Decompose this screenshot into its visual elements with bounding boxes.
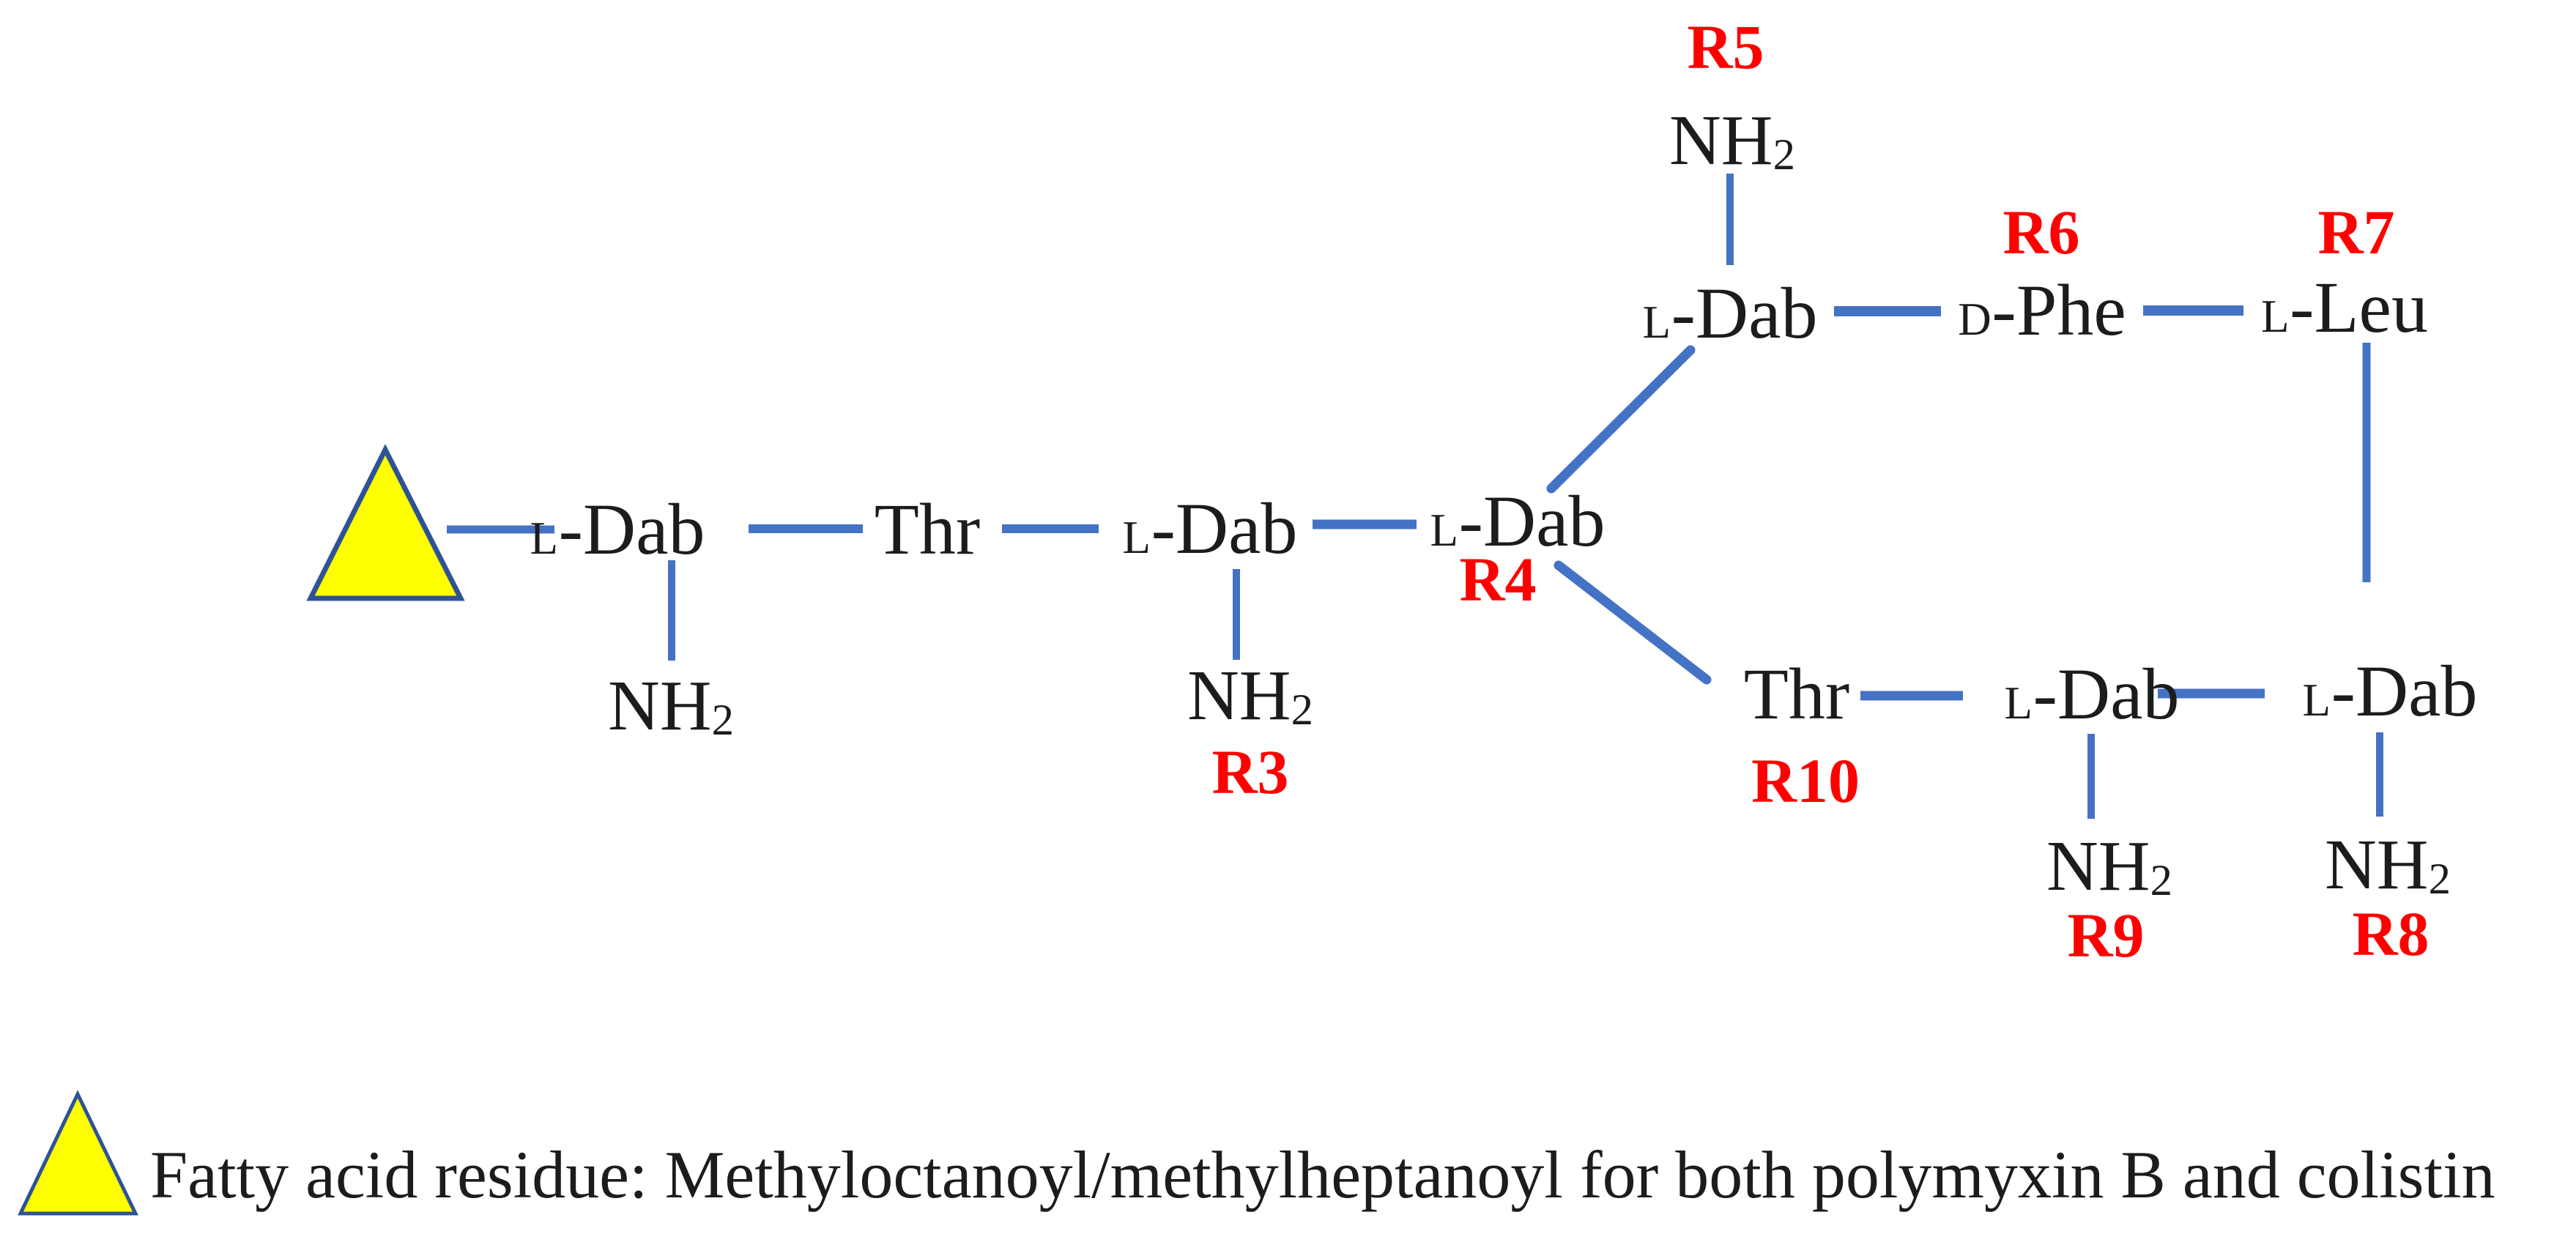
r-label-r9: R9 (2067, 900, 2145, 970)
residue-name: Thr (874, 488, 981, 570)
residue-leu-7: L-Leu (2261, 271, 2428, 344)
amine-label: NH (1669, 101, 1773, 180)
r-label-r8: R8 (2352, 899, 2430, 969)
residue-dab-1: L-Dab (530, 493, 705, 566)
r-label-r10: R10 (1751, 746, 1860, 816)
r-label-r7: R7 (2317, 197, 2395, 267)
residue-dab-5: L-Dab (1642, 277, 1817, 350)
stereo-prefix: L (1122, 512, 1151, 563)
residue-dab-3: L-Dab (1122, 492, 1297, 565)
amine-label: NH (1187, 656, 1291, 735)
amine-nh2-dab1: NH2 (608, 670, 734, 746)
r-label-r3: R3 (1211, 737, 1289, 807)
r-label-r6: R6 (2002, 197, 2080, 267)
stereo-prefix: L (2004, 677, 2033, 729)
legend-fatty-acid-triangle-icon (18, 1090, 138, 1216)
stereo-prefix: L (2302, 674, 2331, 726)
stereo-prefix: L (2261, 291, 2290, 342)
amine-nh2-dab9: NH2 (2046, 830, 2172, 906)
stereo-prefix: L (530, 513, 559, 564)
residue-name: -Dab (2033, 653, 2180, 735)
bond-dab4-dab5 (1546, 345, 1696, 494)
fatty-acid-triangle (306, 444, 465, 601)
residue-name: -Dab (1151, 488, 1298, 569)
residue-dab-9: L-Dab (2004, 658, 2179, 731)
stereo-prefix: D (1958, 294, 1992, 345)
amine-nh2-dab5: NH2 (1669, 105, 1795, 180)
amine-label: NH (608, 666, 712, 746)
residue-name: -Dab (558, 488, 705, 570)
amine-nh2-dab8: NH2 (2325, 829, 2451, 904)
residue-name: Thr (1743, 653, 1850, 735)
residue-dab-8: L-Dab (2302, 655, 2477, 728)
r-label-r4: R4 (1459, 544, 1537, 614)
residue-name: -Dab (2331, 650, 2478, 732)
bond-dab4-thr10 (1554, 560, 1712, 685)
residue-name: -Dab (1671, 272, 1818, 354)
residue-name: -Leu (2290, 267, 2428, 348)
residue-name: -Dab (1458, 480, 1606, 562)
residue-dab-4: L-Dab (1430, 485, 1605, 558)
amine-label: NH (2325, 825, 2429, 904)
residue-phe-6: D-Phe (1958, 274, 2126, 347)
stereo-prefix: L (1642, 297, 1671, 348)
amine-subscript: 2 (711, 696, 734, 746)
amine-subscript: 2 (2428, 855, 2451, 904)
residue-thr-2: Thr (875, 493, 980, 566)
amine-subscript: 2 (2150, 856, 2172, 906)
amine-nh2-dab3: NH2 (1187, 660, 1313, 732)
amine-label: NH (2046, 827, 2150, 906)
stereo-prefix: L (1430, 505, 1459, 556)
residue-thr-10: Thr (1744, 658, 1849, 731)
r-label-r5: R5 (1687, 12, 1764, 82)
amine-subscript: 2 (1291, 685, 1313, 735)
legend-text: Fatty acid residue: Methyloctanoyl/methy… (150, 1137, 2495, 1212)
amine-subscript: 2 (1773, 130, 1795, 180)
residue-name: -Phe (1992, 270, 2126, 351)
